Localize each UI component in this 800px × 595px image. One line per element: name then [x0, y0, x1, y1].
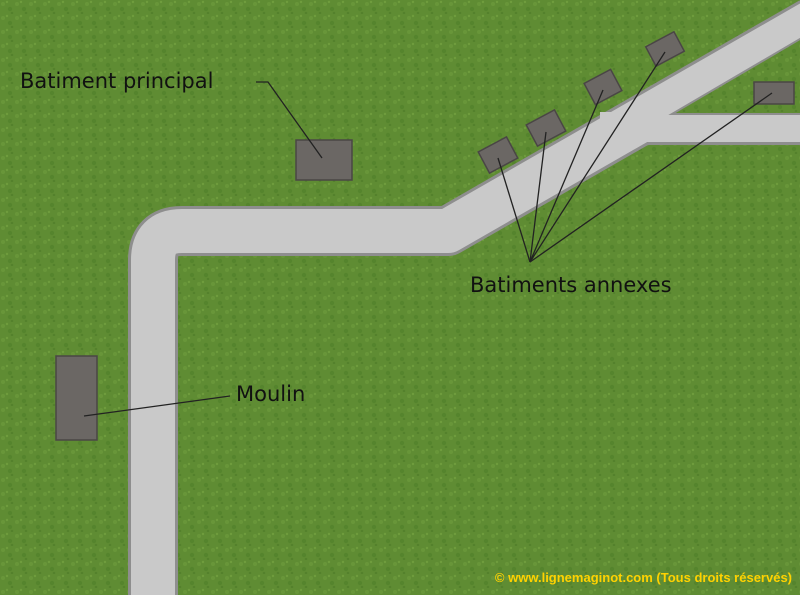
- mill-building: [55, 355, 98, 441]
- buildings: [55, 30, 795, 441]
- leader-mill: [83, 395, 231, 417]
- road-network: [128, 0, 800, 595]
- outbuilding-4: [644, 30, 686, 68]
- outbuilding-2: [525, 108, 567, 148]
- leader-main-building: [256, 81, 323, 159]
- copyright-credit: © www.lignemaginot.com (Tous droits rése…: [495, 570, 792, 585]
- leader-outbuilding-3: [529, 89, 604, 263]
- leader-outbuilding-2: [529, 131, 547, 263]
- road-main: [131, 3, 800, 595]
- label-mill: Moulin: [236, 382, 305, 406]
- leader-outbuilding-4: [529, 51, 666, 263]
- label-main-building: Batiment principal: [20, 69, 213, 93]
- leader-outbuilding-1: [497, 157, 531, 263]
- leader-outbuilding-5: [529, 92, 773, 263]
- outbuilding-3: [583, 68, 623, 106]
- leader-lines: [83, 51, 773, 417]
- main-building: [295, 139, 353, 181]
- label-outbuildings: Batiments annexes: [470, 273, 672, 297]
- outbuilding-1: [477, 135, 519, 175]
